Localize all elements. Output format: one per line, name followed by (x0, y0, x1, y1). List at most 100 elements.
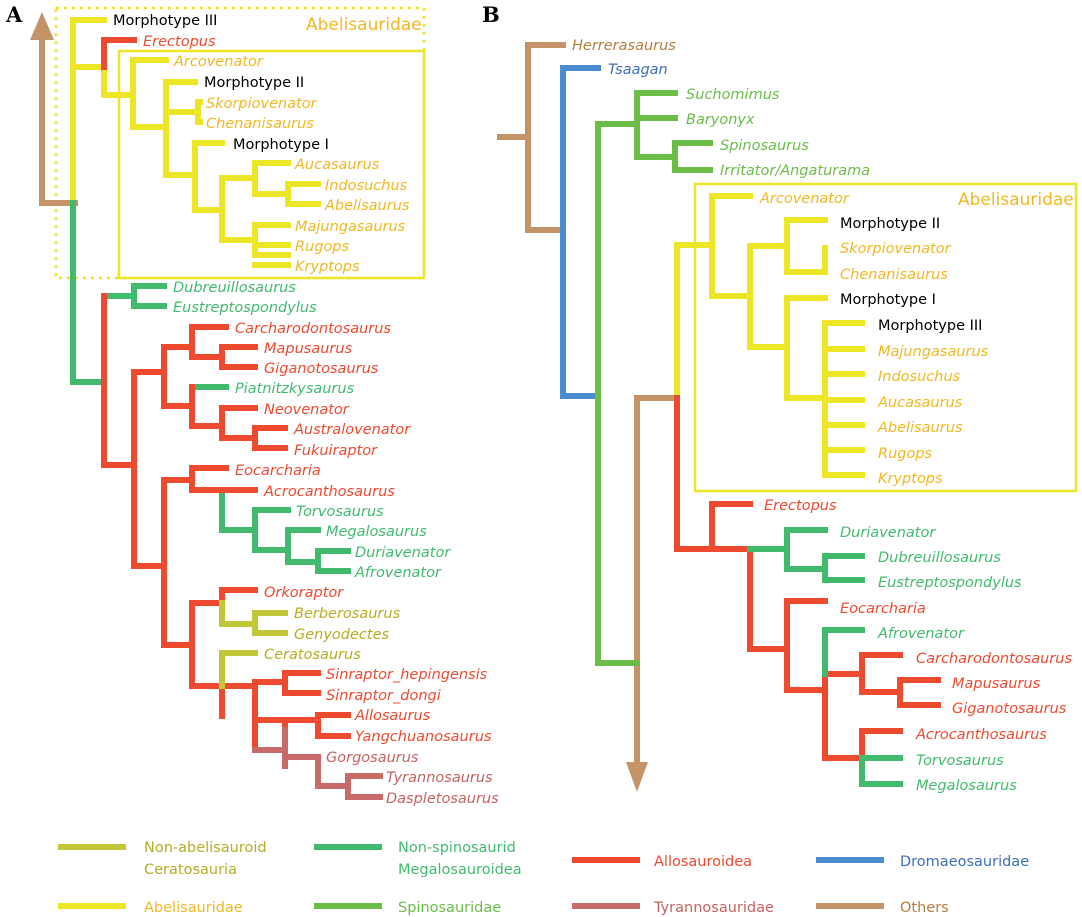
taxon-label: Baryonyx (686, 112, 755, 128)
taxon-label: Arcovenator (173, 54, 264, 70)
legend-item-dromaeosauridae: Dromaeosauridae (816, 854, 1029, 870)
taxon-label: Skorpiovenator (206, 96, 318, 112)
legend-label-ceratosauria-line1: Non-abelisauroid (144, 840, 267, 856)
taxon-label: Tsaagan (608, 62, 668, 78)
panel-b-spinosauridae-branches (595, 90, 713, 666)
panel-b-box-label: Abelisauridae (958, 190, 1074, 210)
taxon-label: Giganotosaurus (952, 701, 1067, 717)
taxon-label: Berberosaurus (294, 606, 401, 622)
taxon-label: Mapusaurus (264, 341, 353, 357)
taxon-label: Megalosaurus (326, 524, 427, 540)
taxon-label: Acrocanthosaurus (915, 727, 1047, 743)
legend-label-megalosauroidea-line1: Non-spinosaurid (398, 840, 516, 856)
panel-a-ceratosauria-branches (219, 600, 288, 689)
panel-b-allosauroidea-branches (674, 395, 941, 761)
panel-b-abelisauridae-branches (674, 193, 865, 478)
taxon-label: Eustreptospondylus (878, 575, 1022, 591)
taxon-label: Rugops (878, 446, 933, 462)
panel-b-others-branches (497, 42, 680, 765)
taxon-label: Afrovenator (877, 626, 965, 642)
taxon-label: Duriavenator (840, 525, 936, 541)
taxon-label: Acrocanthosaurus (263, 484, 395, 500)
taxon-label: Piatnitzkysaurus (235, 381, 355, 397)
taxon-label: Australovenator (293, 422, 411, 438)
panel-a-tree (30, 6, 426, 800)
taxon-label: Fukuiraptor (294, 443, 378, 459)
panel-a-box-label: Abelisauridae (306, 15, 422, 35)
taxon-label: Torvosaurus (916, 753, 1004, 769)
taxon-label: Yangchuanosaurus (355, 729, 492, 745)
taxon-label: Erectopus (143, 34, 216, 50)
legend-label-others: Others (900, 900, 949, 916)
taxon-label: Chenanisaurus (840, 267, 948, 283)
taxon-label: Abelisaurus (877, 420, 963, 436)
panel-a-tyrannosauridae-branches (252, 727, 383, 800)
panel-a-abelisauridae-box (117, 49, 426, 280)
panel-b-others-arrow-head (626, 762, 648, 792)
taxon-label: Kryptops (878, 471, 943, 487)
panel-b-labels: Abelisauridae Herrerasaurus Tsaagan Such… (572, 38, 1074, 794)
taxon-label: Sinraptor_dongi (326, 688, 441, 704)
legend-item-allosauroidea: Allosauroidea (572, 854, 752, 870)
taxon-label: Morphotype III (878, 318, 982, 334)
taxon-label: Spinosaurus (720, 138, 809, 154)
taxon-label: Morphotype I (233, 137, 329, 153)
legend-label-spinosauridae: Spinosauridae (398, 900, 501, 916)
taxon-label: Suchomimus (686, 87, 780, 103)
legend-label-allosauroidea: Allosauroidea (654, 854, 752, 870)
legend-item-tyrannosauridae: Tyrannosauridae (572, 900, 774, 916)
panel-a-allosauroidea-branches (101, 293, 351, 753)
taxon-label: Giganotosaurus (264, 361, 379, 377)
panel-a-letter: A (5, 2, 23, 27)
taxon-label: Afrovenator (354, 565, 442, 581)
panel-b-megalosauroidea-branches (747, 527, 903, 787)
legend-label-megalosauroidea-line2: Megalosauroidea (398, 862, 522, 878)
taxon-label: Indosuchus (325, 178, 408, 194)
taxon-label: Gorgosaurus (326, 750, 419, 766)
taxon-label: Daspletosaurus (386, 791, 499, 807)
taxon-label: Allosaurus (354, 708, 431, 724)
taxon-label: Megalosaurus (916, 778, 1017, 794)
taxon-label: Irritator/Angaturama (720, 163, 870, 179)
legend-label-abelisauridae: Abelisauridae (144, 900, 243, 916)
taxon-label: Duriavenator (355, 545, 451, 561)
legend-item-ceratosauria: Non-abelisauroid Ceratosauria (58, 840, 267, 878)
taxon-label: Sinraptor_hepingensis (326, 667, 488, 683)
taxon-label: Dubreuillosaurus (173, 280, 296, 296)
taxon-label: Morphotype II (204, 75, 304, 91)
taxon-label: Dubreuillosaurus (878, 550, 1001, 566)
taxon-label: Tyrannosaurus (386, 770, 493, 786)
panel-a-abelisauridae-branches (70, 17, 321, 268)
panel-b-tree (497, 42, 1078, 792)
taxon-label: Carcharodontosaurus (916, 651, 1072, 667)
panel-b-dromaeosauridae-branches (560, 65, 601, 399)
taxon-label: Abelisaurus (324, 198, 410, 214)
taxon-label: Kryptops (295, 259, 360, 275)
panel-b-letter: B (482, 2, 500, 27)
legend-item-megalosauroidea: Non-spinosaurid Megalosauroidea (314, 840, 522, 878)
legend-item-spinosauridae: Spinosauridae (314, 900, 501, 916)
taxon-label: Majungasaurus (878, 344, 989, 360)
legend: Non-abelisauroid Ceratosauria Non-spinos… (58, 840, 1029, 916)
taxon-label: Mapusaurus (952, 676, 1041, 692)
taxon-label: Morphotype II (840, 216, 940, 232)
legend-item-others: Others (816, 900, 949, 916)
panel-a-labels: Abelisauridae Morphotype III Erectopus A… (113, 13, 499, 807)
taxon-label: Genyodectes (294, 627, 390, 643)
taxon-label: Rugops (295, 239, 350, 255)
taxon-label: Neovenator (264, 402, 350, 418)
taxon-label: Arcovenator (759, 191, 850, 207)
taxon-label: Aucasaurus (294, 157, 380, 173)
legend-label-ceratosauria-line2: Ceratosauria (144, 862, 237, 878)
taxon-label: Chenanisaurus (206, 116, 314, 132)
taxon-label: Erectopus (764, 498, 837, 514)
taxon-label: Eocarcharia (840, 601, 926, 617)
legend-item-abelisauridae: Abelisauridae (58, 900, 243, 916)
taxon-label: Aucasaurus (877, 395, 963, 411)
panel-a-others-arrow (30, 12, 78, 206)
taxon-label: Morphotype III (113, 13, 217, 29)
taxon-label: Eocarcharia (235, 463, 321, 479)
panel-b-abelisauridae-box (693, 182, 1078, 493)
taxon-label: Indosuchus (878, 369, 961, 385)
